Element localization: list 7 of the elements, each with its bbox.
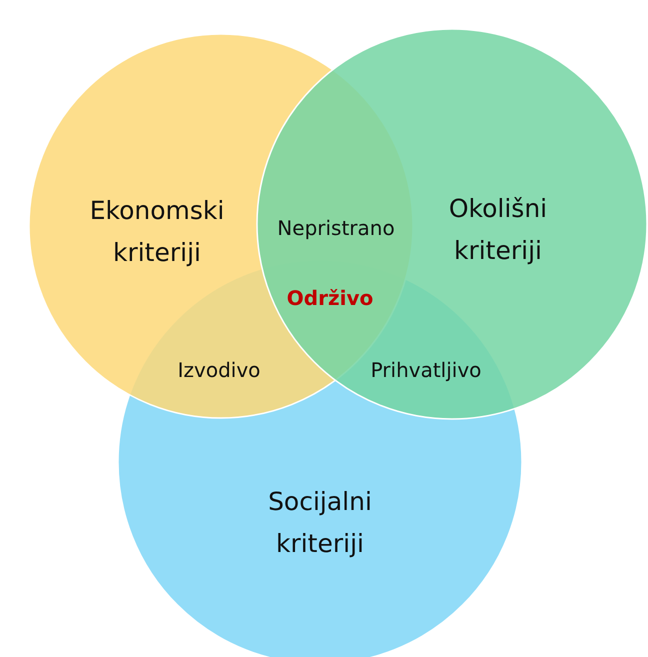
overlap-label: Prihvatljivo [370,358,482,382]
overlap-label: Izvodivo [178,358,260,382]
overlap-label: Nepristrano [277,216,395,240]
circle-label: Socijalni kriteriji [267,486,373,560]
circle-label: Ekonomski kriteriji [88,195,226,269]
circle-label: Okolišni kriteriji [448,193,548,267]
center-label: Održivo [286,286,374,310]
